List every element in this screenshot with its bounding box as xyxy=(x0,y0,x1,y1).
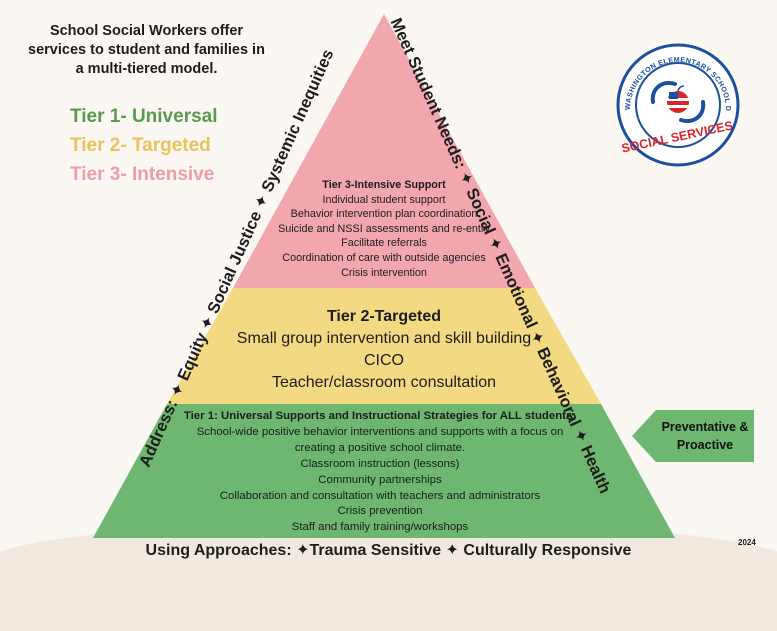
preventative-proactive-tab: Preventative & Proactive xyxy=(656,410,754,462)
tier3-item: Coordination of care with outside agenci… xyxy=(282,251,486,264)
district-logo: WASHINGTON ELEMENTARY SCHOOL DISTRICT SO… xyxy=(613,40,740,167)
approaches-footer: Using Approaches: ✦Trauma Sensitive ✦ Cu… xyxy=(145,542,632,559)
hand-right-icon xyxy=(679,100,706,123)
tier1-section xyxy=(93,404,675,538)
apple-star-field xyxy=(669,92,678,99)
tier1-item: School-wide positive behavior interventi… xyxy=(196,425,564,438)
tier1-item: Collaboration and consultation with teac… xyxy=(219,489,541,502)
tier2-item: Teacher/classroom consultation xyxy=(271,374,497,391)
apple-stripe xyxy=(667,98,689,101)
legend-tier1: Tier 1- Universal xyxy=(70,106,218,127)
tier3-item: Behavior intervention plan coordination xyxy=(290,208,478,221)
apple-stem-icon xyxy=(677,85,685,92)
intro-line: a multi-tiered model. xyxy=(75,61,218,77)
tier3-section xyxy=(233,14,535,288)
intro-line: services to student and families in xyxy=(28,42,265,58)
hand-left-icon xyxy=(650,81,677,104)
tab-line: Preventative & xyxy=(661,420,749,434)
legend-tier3: Tier 3- Intensive xyxy=(70,164,215,185)
tier2-item: CICO xyxy=(363,352,404,369)
intro-line: School Social Workers offer xyxy=(49,23,244,39)
tier3-item: Suicide and NSSI assessments and re-entr… xyxy=(278,222,490,235)
tier2-title: Tier 2-Targeted xyxy=(326,308,442,325)
apple-stripe xyxy=(667,105,689,108)
pyramid-diagram xyxy=(93,14,675,538)
intro-text: School Social Workers offer services to … xyxy=(14,22,279,79)
tier1-content: Tier 1: Universal Supports and Instructi… xyxy=(184,409,576,536)
tier2-content: Tier 2-Targeted Small group intervention… xyxy=(237,306,531,394)
tier-legend: Tier 1- Universal Tier 2- Targeted Tier … xyxy=(70,102,218,189)
tier1-item: Classroom instruction (lessons) xyxy=(300,457,460,470)
year-label: 2024 xyxy=(738,538,756,547)
tier3-title: Tier 3-Intensive Support xyxy=(322,179,446,191)
tier3-content: Tier 3-Intensive Support Individual stud… xyxy=(278,178,490,280)
tier1-title: Tier 1: Universal Supports and Instructi… xyxy=(183,410,577,422)
tier1-item: creating a positive school climate. xyxy=(294,441,466,454)
tab-line: Proactive xyxy=(676,438,734,452)
tier3-item: Facilitate referrals xyxy=(341,237,427,250)
preventative-arrow-icon xyxy=(632,410,656,462)
tier1-item: Community partnerships xyxy=(318,473,442,486)
tier1-item: Crisis prevention xyxy=(337,505,423,518)
tier3-item: Individual student support xyxy=(322,193,446,206)
tier1-item: Staff and family training/workshops xyxy=(291,521,469,534)
tier2-section xyxy=(167,288,601,404)
tier2-item: Small group intervention and skill build… xyxy=(236,330,532,347)
tier3-item: Crisis intervention xyxy=(341,266,427,279)
legend-tier2: Tier 2- Targeted xyxy=(70,135,211,156)
